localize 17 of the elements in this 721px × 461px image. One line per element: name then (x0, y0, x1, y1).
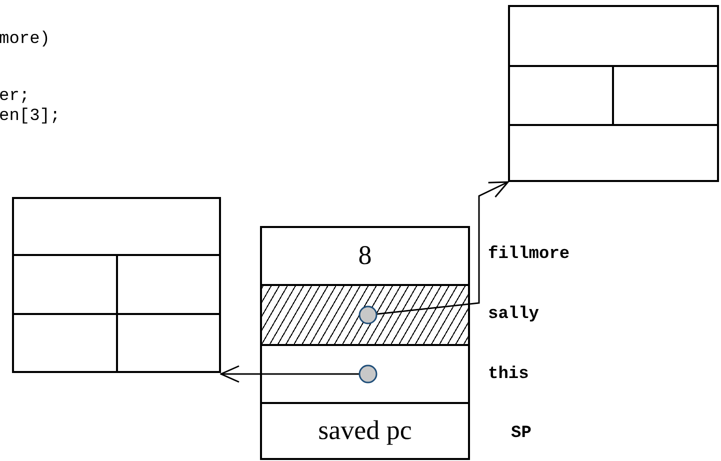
cell-value: saved pc (318, 417, 412, 444)
code-line: er; (0, 87, 30, 106)
code-line: more) (0, 30, 50, 49)
cell-value: 8 (358, 242, 372, 269)
object-box (508, 5, 719, 182)
stack-cell (260, 402, 470, 460)
code-line: en[3]; (0, 107, 60, 126)
object-box (12, 197, 221, 373)
variable-name: this (488, 365, 529, 384)
variable-name: SP (511, 424, 532, 443)
hatched-stack-cell (260, 284, 470, 346)
variable-name: sally (488, 305, 540, 324)
stack-cell (260, 226, 470, 286)
pointer-arrow (358, 181, 509, 324)
pointer-arrow (220, 364, 378, 384)
variable-name: fillmore (488, 245, 570, 264)
stack-cell (260, 344, 470, 404)
